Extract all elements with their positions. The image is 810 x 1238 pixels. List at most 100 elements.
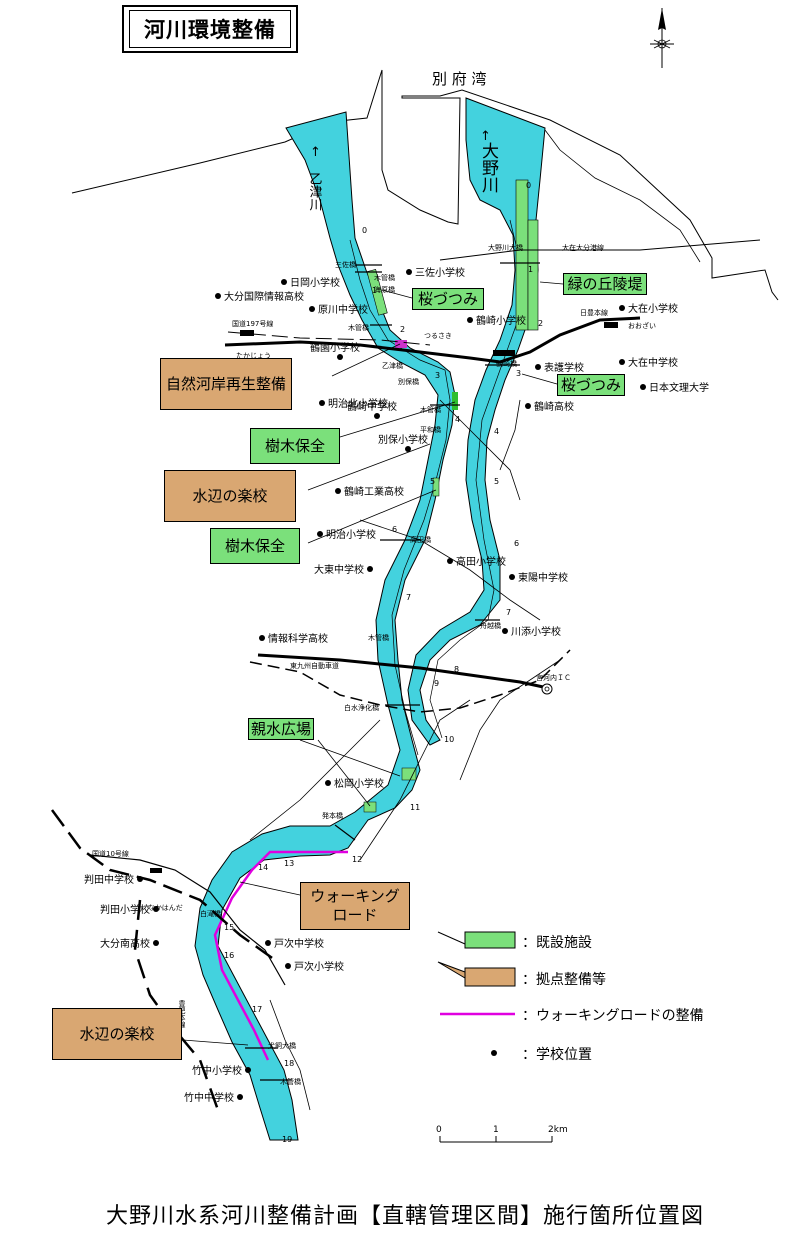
scale-bar: 0 1 2km — [436, 1125, 568, 1143]
school-label: 日本文理大学 — [649, 381, 709, 394]
otozu-label: 乙津川 — [307, 172, 323, 211]
school-dot — [325, 780, 331, 786]
school-label: 別保小学校 — [378, 433, 428, 446]
school-label: 鶴崎小学校 — [476, 314, 526, 327]
legend-symbols — [437, 931, 516, 1056]
callout-midori: 緑の丘陵堤 — [563, 273, 647, 295]
station-oozai — [604, 322, 618, 328]
school-label: 日岡小学校 — [290, 276, 340, 289]
school-dot — [447, 558, 453, 564]
base-shizen-mark — [395, 340, 407, 348]
school-dot — [335, 488, 341, 494]
lbl-tsurusaki-st: つるさき — [424, 332, 452, 340]
callout-mizube-1: 水辺の楽校 — [164, 470, 296, 522]
lbl-hakken: 発本橋 — [322, 811, 343, 820]
station-takajo — [240, 330, 254, 336]
km-mark: 2 — [400, 325, 405, 334]
km-mark: 3 — [516, 369, 521, 378]
scale-1: 1 — [493, 1125, 499, 1135]
expressway-dashed — [249, 649, 571, 713]
existing-shinsui-strip-2 — [363, 801, 377, 813]
school-dot — [467, 317, 473, 323]
lbl-route197: 国道197号線 — [232, 319, 273, 328]
road-m3 — [359, 699, 471, 861]
callout-sakura-1: 桜づつみ — [412, 288, 484, 310]
km-mark: 14 — [258, 863, 268, 872]
school-dot — [317, 531, 323, 537]
lbl-nanki: 犬飼大橋 — [268, 1041, 296, 1050]
ono-river — [407, 97, 546, 746]
otozu-arrow: ↑ — [310, 145, 321, 160]
legend-school: ：学校位置 — [522, 1047, 592, 1063]
legend-existing: ：既設施設 — [522, 935, 592, 951]
lbl-mokan1: 木管橋 — [374, 273, 395, 282]
lbl-kaihara: 海原橋 — [374, 285, 395, 294]
school-label: 川添小学校 — [511, 625, 561, 638]
lbl-ic: 宮河内ＩＣ — [536, 673, 571, 682]
school-label: 戸次中学校 — [274, 937, 324, 950]
school-label: 大在中学校 — [628, 356, 678, 369]
lbl-funabashi: 舟越橋 — [480, 621, 501, 630]
callout-walking: ウォーキング ロード — [300, 882, 410, 930]
route10 — [89, 854, 286, 986]
lbl-otozu-br: 乙津橋 — [382, 361, 403, 370]
school-dot — [525, 403, 531, 409]
coastline-east — [544, 129, 701, 263]
lbl-nippo: 日豊本線 — [580, 308, 608, 317]
school-dot — [535, 364, 541, 370]
km-mark: 1 — [528, 265, 533, 274]
lbl-shiramizu: 白水浄化橋 — [344, 703, 379, 712]
road-m1 — [359, 519, 541, 621]
lbl-nakahanda: なかはんだ — [148, 904, 183, 912]
km-mark: 5 — [494, 477, 499, 486]
lbl-heiwa: 平和橋 — [420, 425, 441, 434]
title-box: 河川環境整備 — [122, 5, 298, 53]
road-east-2 — [439, 399, 521, 501]
callout-shizen: 自然河岸再生整備 — [160, 358, 292, 410]
school-dot — [619, 305, 625, 311]
km-mark: 10 — [444, 735, 454, 744]
callout-sakura-2: 桜づつみ — [557, 374, 625, 396]
ic-marker-inner — [544, 686, 550, 692]
school-label: 鶴崎工業高校 — [344, 485, 404, 498]
school-dot — [285, 963, 291, 969]
km-mark: 6 — [392, 525, 397, 534]
km-mark: 16 — [224, 951, 234, 960]
school-label: 明治小学校 — [326, 528, 376, 541]
ono-arrow: ↑ — [480, 129, 491, 144]
school-dot — [337, 354, 343, 360]
km-mark: 4 — [494, 427, 499, 436]
ono-label: 大野川 — [478, 142, 499, 193]
lbl-sanba: 三佐橋 — [335, 260, 356, 269]
school-dot — [245, 1067, 251, 1073]
lbl-mokan5: 木管橋 — [280, 1077, 301, 1086]
school-dot — [367, 566, 373, 572]
school-dot — [265, 940, 271, 946]
km-mark: 4 — [455, 415, 460, 424]
km-mark: 0 — [362, 226, 367, 235]
school-label: 竹中中学校 — [184, 1091, 234, 1104]
road-m2 — [249, 719, 381, 841]
km-mark: 17 — [252, 1005, 262, 1014]
school-dot — [319, 400, 325, 406]
km-mark: 3 — [435, 371, 440, 380]
school-dot — [237, 1094, 243, 1100]
lbl-takajo: たかじょう — [236, 352, 271, 360]
road-east-1 — [269, 999, 311, 1111]
school-dot — [137, 876, 143, 882]
station-nakahanda — [150, 868, 162, 873]
road-oozai — [439, 239, 761, 261]
lbl-mokan2: 木管橋 — [348, 323, 369, 332]
lbl-takada-br: 高田橋 — [410, 535, 431, 544]
km-mark: 0 — [526, 181, 531, 190]
school-label: 高田小学校 — [456, 555, 506, 568]
school-label: 判田小学校 — [100, 903, 150, 916]
school-dot — [281, 279, 287, 285]
school-label: 表護学校 — [544, 361, 584, 374]
lbl-beppo-br: 別保橋 — [398, 377, 419, 386]
school-label: 原川中学校 — [318, 303, 368, 316]
lbl-higashikyushu: 東九州自動車道 — [290, 661, 339, 670]
km-mark: 2 — [538, 319, 543, 328]
road-m4 — [459, 659, 561, 781]
